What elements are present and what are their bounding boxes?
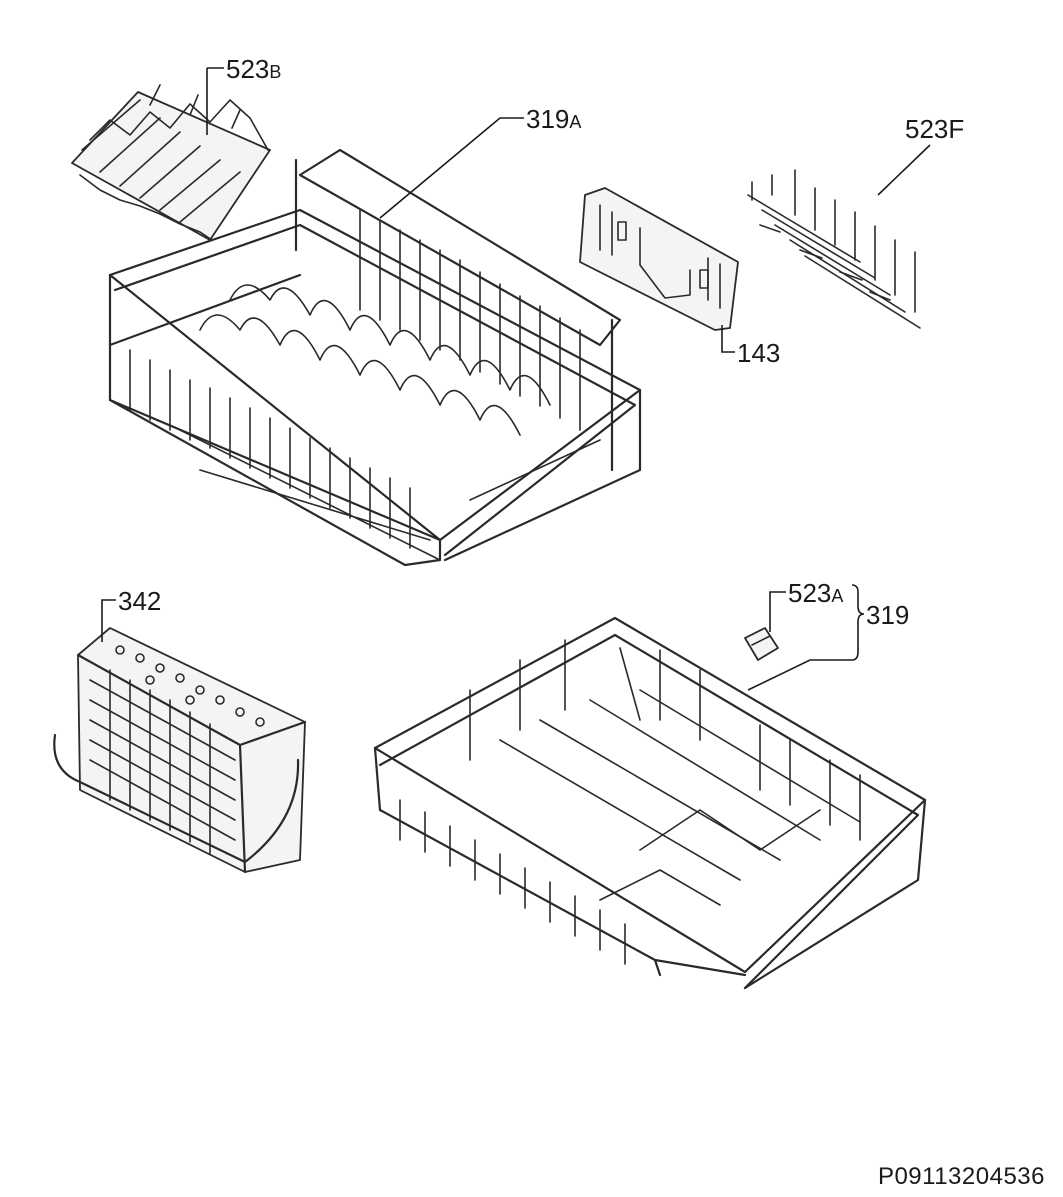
callout-319a-suffix: A <box>569 112 581 132</box>
callout-342: 342 <box>101 586 161 642</box>
svg-text:523B: 523B <box>226 54 281 84</box>
grouping-brace <box>851 584 865 661</box>
callout-143-label: 143 <box>737 338 780 368</box>
part-319a-upper-basket <box>108 148 642 567</box>
callout-523f: 523F <box>877 114 964 196</box>
callout-523a: 523A <box>769 578 843 632</box>
callout-342-label: 342 <box>118 586 161 616</box>
part-143-bracket-plate <box>579 187 739 331</box>
part-523b-tine-strip <box>71 84 271 241</box>
callout-523b-number: 523 <box>226 54 269 84</box>
part-319-lower-basket <box>373 616 927 990</box>
callout-143: 143 <box>721 325 780 368</box>
callout-319a: 319A <box>379 104 581 219</box>
callout-523b-suffix: B <box>269 62 281 82</box>
callout-319a-number: 319 <box>526 104 569 134</box>
part-342-cutlery-basket <box>53 627 307 874</box>
part-523a-clip <box>744 627 779 661</box>
callout-523f-label: 523F <box>905 114 964 144</box>
callout-319-label: 319 <box>866 600 909 630</box>
callout-523a-number: 523 <box>788 578 831 608</box>
callout-523b: 523B <box>206 54 281 135</box>
callout-523a-suffix: A <box>831 586 843 606</box>
callout-319: 319 <box>747 584 909 691</box>
drawing-code: P09113204536 <box>877 1163 1045 1190</box>
svg-text:319A: 319A <box>526 104 581 134</box>
part-523f-tine-set <box>747 169 921 329</box>
svg-text:523A: 523A <box>788 578 843 608</box>
